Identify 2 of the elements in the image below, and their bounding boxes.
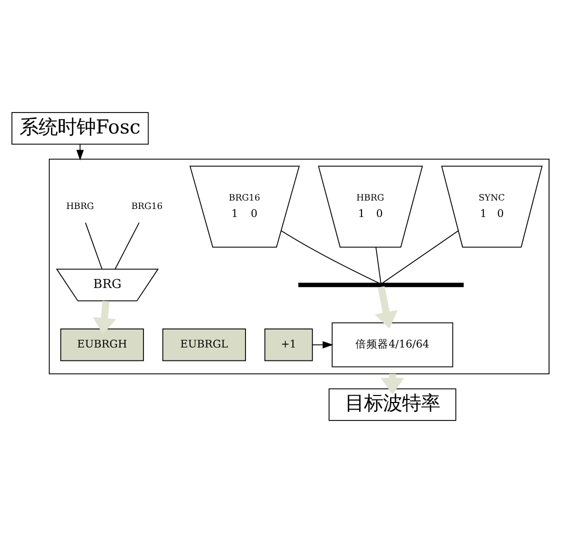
node-text: BRG16 (131, 202, 163, 212)
node-text: HBRG (66, 202, 94, 212)
